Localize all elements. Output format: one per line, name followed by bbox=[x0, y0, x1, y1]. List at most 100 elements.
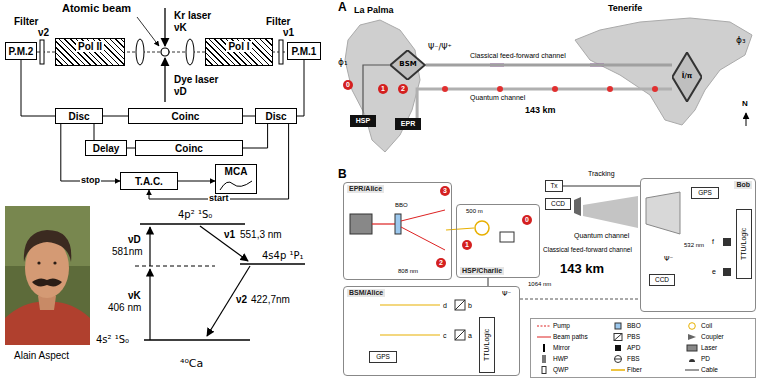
optical-setup bbox=[136, 39, 144, 65]
photon-dots bbox=[497, 86, 503, 92]
island-map bbox=[746, 113, 747, 126]
detector-letter: f bbox=[712, 238, 714, 246]
gps-box: GPS bbox=[691, 187, 719, 199]
place-label: Tenerife bbox=[608, 4, 642, 14]
legend-sample bbox=[537, 326, 551, 327]
photon-dots bbox=[442, 86, 658, 92]
optics-layout bbox=[574, 197, 581, 216]
legend-item: Coupler bbox=[685, 333, 724, 341]
polarizer-box: Pol I bbox=[205, 38, 273, 66]
converter-box: T.A.C. bbox=[120, 172, 178, 190]
legend-sample bbox=[688, 334, 696, 340]
node-text: Coinc bbox=[172, 111, 200, 122]
node-text: GPS bbox=[698, 189, 712, 196]
energy-levels bbox=[149, 227, 150, 266]
node-text: Tx bbox=[550, 182, 557, 189]
signal-label: stop bbox=[80, 176, 101, 186]
node-text: MCA bbox=[225, 166, 248, 177]
receiver-diamond: Î/π bbox=[672, 52, 702, 102]
detector-box: P.M.1 bbox=[287, 42, 321, 60]
logic-box: TTU/Logic bbox=[736, 209, 752, 279]
optics-layout bbox=[455, 300, 465, 310]
legend-text: Coil bbox=[701, 322, 712, 329]
legend-sample bbox=[537, 337, 551, 338]
connector-line bbox=[563, 185, 640, 187]
frequency-label: ν1 bbox=[283, 27, 294, 38]
portrait-photo bbox=[53, 261, 56, 264]
legend-sample bbox=[611, 366, 625, 374]
optical-setup bbox=[186, 39, 194, 65]
optics-layout bbox=[646, 192, 680, 234]
polarizer-box: Pol II bbox=[55, 38, 125, 66]
state-label: Ψ⁻ bbox=[664, 256, 673, 264]
energy-levels bbox=[135, 224, 305, 340]
legend-sample bbox=[685, 344, 699, 352]
station-group: BSM/AliceTTU/LogicGPS bbox=[343, 286, 520, 376]
legend-sample bbox=[685, 370, 699, 371]
channel-label: Classical feed-forward channel bbox=[470, 52, 566, 60]
optics-layout bbox=[500, 232, 514, 242]
photon-dots bbox=[552, 86, 558, 92]
optical-setup bbox=[161, 48, 169, 56]
connector-line bbox=[178, 181, 215, 182]
optics-layout bbox=[446, 228, 474, 230]
connector-line bbox=[426, 64, 672, 67]
portrait-photo bbox=[38, 296, 56, 310]
optics-layout bbox=[583, 196, 638, 228]
photon-dots bbox=[442, 86, 448, 92]
callout-number: 1 bbox=[378, 84, 388, 94]
legend-sample bbox=[611, 369, 625, 371]
optics-layout bbox=[395, 214, 401, 234]
channel-label: Quantum channel bbox=[574, 232, 629, 240]
portrait-photo bbox=[24, 230, 71, 262]
frequency-label: νD bbox=[174, 86, 187, 97]
phase-label: ϕ₃ bbox=[736, 36, 746, 46]
callout-number: 2 bbox=[436, 258, 446, 268]
node-text: Coinc bbox=[175, 143, 203, 154]
legend-sample bbox=[685, 322, 699, 330]
legend-item: HWP bbox=[537, 355, 568, 363]
energy-levels bbox=[240, 263, 305, 265]
legend-sample bbox=[542, 367, 546, 374]
node-text: GPS bbox=[376, 353, 390, 360]
element-label: ⁴⁰Ca bbox=[180, 358, 203, 370]
node-text: T.A.C. bbox=[135, 176, 163, 187]
diamond-shape bbox=[672, 53, 701, 102]
legend-sample bbox=[685, 355, 699, 363]
energy-levels bbox=[135, 266, 215, 267]
legend-item: Coil bbox=[685, 322, 712, 330]
phase-label: ϕ₁ bbox=[338, 58, 348, 68]
legend-sample bbox=[537, 322, 551, 330]
channel-label: Tracking bbox=[588, 170, 615, 178]
wavelength-label: 581nm bbox=[112, 246, 143, 257]
frequency-label: νD bbox=[128, 234, 141, 245]
legend-sample bbox=[614, 334, 622, 341]
node-text: Delay bbox=[93, 143, 120, 154]
connector-line bbox=[21, 60, 55, 116]
optical-setup bbox=[137, 17, 159, 46]
legend-sample bbox=[537, 344, 551, 352]
optics-layout bbox=[475, 221, 489, 235]
node-text: BSM/Alice bbox=[347, 289, 385, 297]
island-map bbox=[345, 20, 420, 152]
node-text: CCD bbox=[655, 276, 669, 283]
legend-text: Mirror bbox=[553, 344, 570, 351]
legend-item: QWP bbox=[537, 366, 569, 374]
portrait-photo bbox=[32, 278, 62, 286]
portrait-photo bbox=[5, 206, 90, 345]
legend-item: FBS bbox=[611, 355, 640, 363]
legend-box: PumpBeam pathsMirrorHWPQWPBBOPBSAPDFBSFi… bbox=[530, 318, 756, 378]
legend-text: Coupler bbox=[701, 333, 724, 340]
legend-item: Mirror bbox=[537, 344, 570, 352]
part-label: Dye laser bbox=[174, 74, 218, 85]
legend-text: BBO bbox=[627, 322, 641, 329]
level-label: 4s² ¹S₀ bbox=[96, 334, 129, 345]
connector-line bbox=[297, 60, 304, 116]
panel-letter: B bbox=[338, 168, 347, 181]
legend-text: HWP bbox=[553, 355, 568, 362]
legend-text: APD bbox=[627, 344, 640, 351]
state-label: Ψ⁻/Ψ⁺ bbox=[428, 44, 452, 53]
wavelength-label: 406 nm bbox=[108, 302, 141, 313]
optical-setup bbox=[164, 58, 165, 102]
